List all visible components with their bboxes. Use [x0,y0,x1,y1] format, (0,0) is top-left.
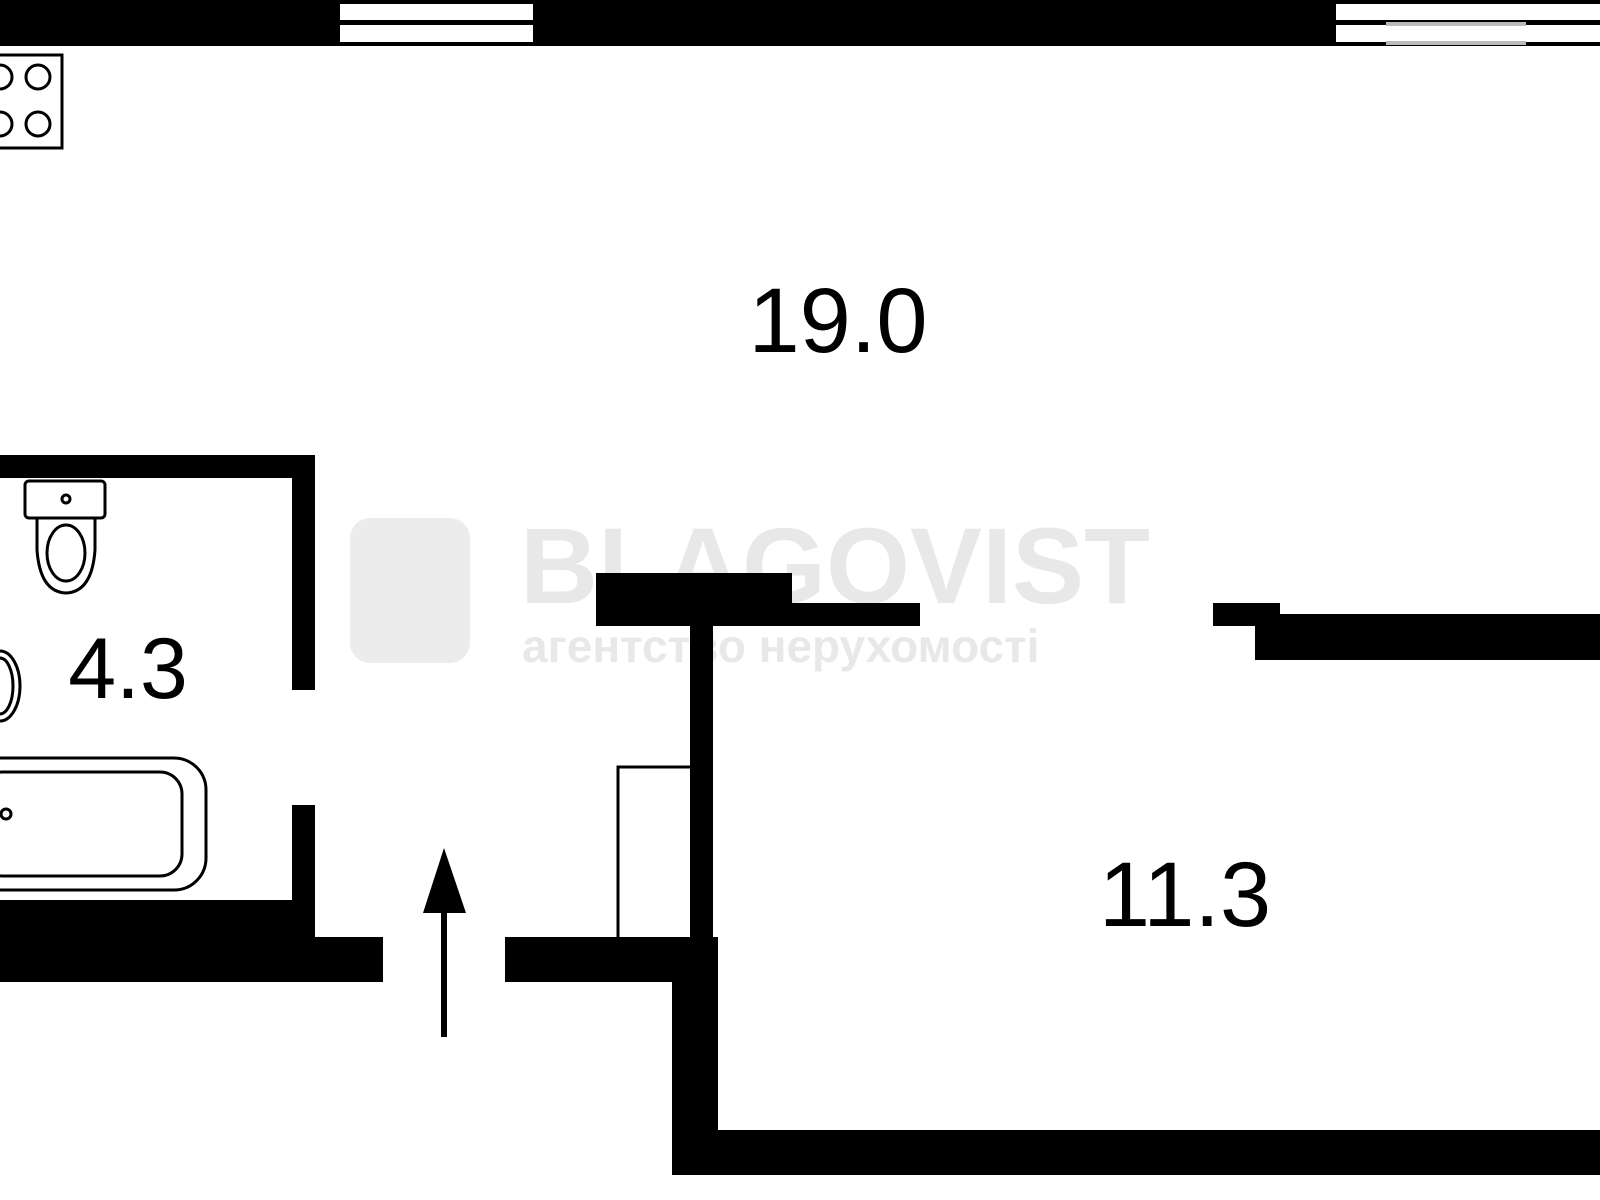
entrance-arrow-icon [423,848,466,1037]
watermark-logo-icon [350,518,470,663]
watermark-tagline: агентство нерухомості [522,620,1039,672]
top-wall [0,0,1600,46]
bottom-walls [0,900,690,982]
sink-icon [0,649,22,723]
door-frame [616,765,690,937]
window-right [1336,4,1600,45]
bedroom-walls [596,573,1600,1175]
bathroom-walls [0,455,315,937]
stove-icon [0,53,64,150]
toilet-icon [23,479,107,595]
room-area-living: 19.0 [748,270,927,372]
bathtub-icon [0,756,208,892]
window-left [340,4,533,42]
room-area-bedroom: 11.3 [1099,844,1271,946]
room-area-bathroom: 4.3 [68,621,188,717]
